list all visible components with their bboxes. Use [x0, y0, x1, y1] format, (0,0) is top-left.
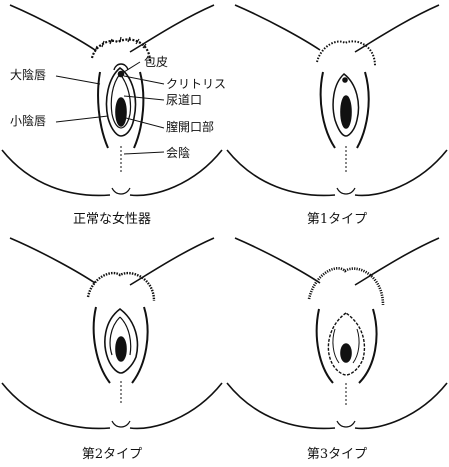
illustration-type-2: [0, 233, 224, 466]
label-labia-minora: 小陰唇: [10, 114, 46, 128]
caption-normal: 正常な女性器: [0, 208, 224, 227]
label-clitoris: クリトリス: [166, 77, 226, 91]
figure-type-2: 第2タイプ: [0, 233, 224, 466]
figure-normal: 包皮 クリトリス 大陰唇 尿道口 小陰唇 膣開口部 会陰 正常な女性器: [0, 0, 224, 233]
label-labia-majora: 大陰唇: [10, 68, 46, 82]
figure-type-3: 第3タイプ: [225, 233, 449, 466]
caption-type-1: 第1タイプ: [225, 208, 449, 227]
figure-type-1: 第1タイプ: [225, 0, 449, 233]
illustration-type-3: [225, 233, 449, 466]
caption-type-3: 第3タイプ: [225, 443, 449, 462]
illustration-type-1: [225, 0, 449, 233]
label-urethral-opening: 尿道口: [166, 93, 202, 107]
caption-type-2: 第2タイプ: [0, 443, 224, 462]
label-perineum: 会陰: [166, 146, 190, 160]
label-foreskin: 包皮: [144, 55, 168, 69]
label-vaginal-opening: 膣開口部: [166, 120, 214, 134]
